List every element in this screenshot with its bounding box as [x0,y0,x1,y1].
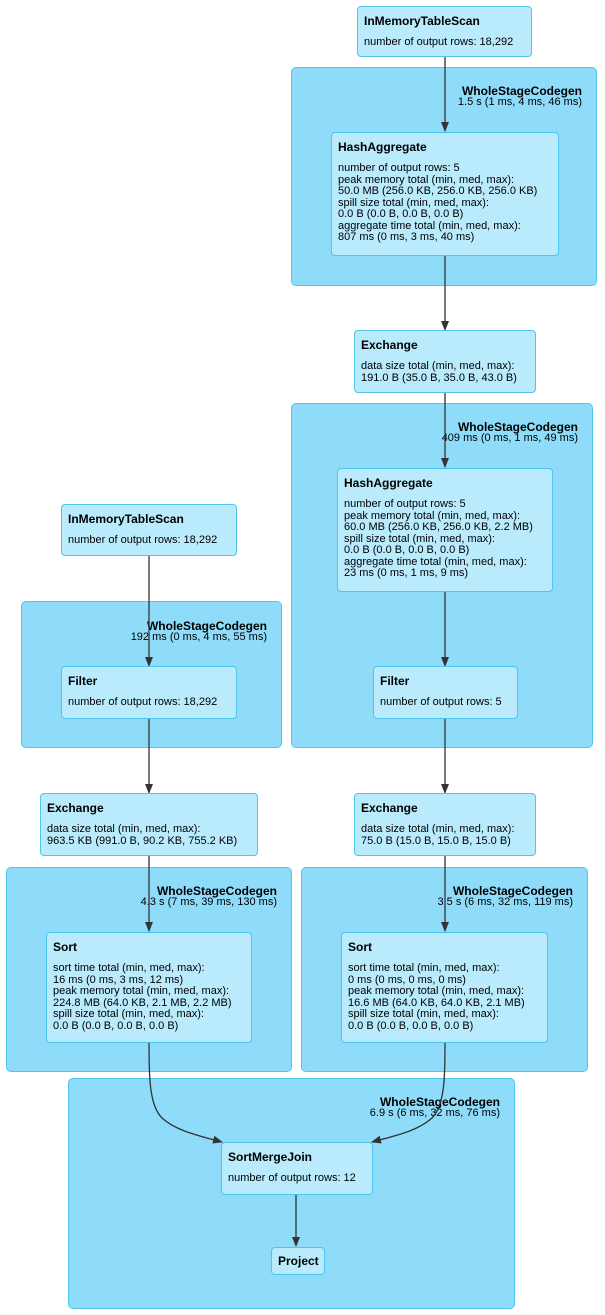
metric-line: 0.0 B (0.0 B, 0.0 B, 0.0 B) [348,1019,474,1032]
node-inmemorytablescan-right[interactable]: InMemoryTableScan number of output rows:… [357,6,532,57]
metric-line: number of output rows: 5 [338,162,460,174]
node-name: Sort [348,940,372,954]
metric-line: number of output rows: 18,292 [68,534,218,546]
metric-line: peak memory total (min, med, max): [338,173,515,186]
node-filter-right[interactable]: Filter number of output rows: 5 [373,666,518,719]
metric-line: spill size total (min, med, max): [344,532,495,545]
metric-line: 75.0 B (15.0 B, 15.0 B, 15.0 B) [361,834,511,847]
node-name: HashAggregate [338,140,427,154]
cluster-metric: 4.3 s (7 ms, 39 ms, 130 ms) [140,896,277,908]
metric-line: 60.0 MB (256.0 KB, 256.0 KB, 2.2 MB) [344,521,533,533]
metric-line: spill size total (min, med, max): [338,196,489,209]
node-filter-left[interactable]: Filter number of output rows: 18,292 [61,666,237,719]
node-name: Filter [380,674,410,688]
metric-line: 16.6 MB (64.0 KB, 64.0 KB, 2.1 MB) [348,996,525,1009]
metric-line: 23 ms (0 ms, 1 ms, 9 ms) [344,567,469,579]
node-inmemorytablescan-left[interactable]: InMemoryTableScan number of output rows:… [61,504,237,556]
node-project[interactable]: Project [271,1247,325,1275]
node-sort-right[interactable]: Sort sort time total (min, med, max): 0 … [341,932,548,1043]
metric-line: 191.0 B (35.0 B, 35.0 B, 43.0 B) [361,371,517,384]
node-name: Filter [68,674,98,688]
metric-line: data size total (min, med, max): [361,360,515,372]
cluster-metric: 3.5 s (6 ms, 32 ms, 119 ms) [437,896,573,908]
node-exchange-left[interactable]: Exchange data size total (min, med, max)… [40,793,258,856]
node-sortmergejoin[interactable]: SortMergeJoin number of output rows: 12 [221,1142,373,1195]
node-name: InMemoryTableScan [364,14,480,28]
node-name: HashAggregate [344,476,433,490]
metric-line: 0.0 B (0.0 B, 0.0 B, 0.0 B) [53,1019,179,1032]
metric-line: number of output rows: 12 [228,1172,356,1184]
metric-line: 963.5 KB (991.0 B, 90.2 KB, 755.2 KB) [47,834,238,847]
metric-line: number of output rows: 5 [380,696,502,708]
node-name: Exchange [47,801,104,815]
metric-line: 224.8 MB (64.0 KB, 2.1 MB, 2.2 MB) [53,996,232,1009]
metric-line: spill size total (min, med, max): [348,1008,499,1020]
metric-line: 50.0 MB (256.0 KB, 256.0 KB, 256.0 KB) [338,185,538,197]
cluster-title: WholeStageCodegen [461,84,582,98]
metric-line: 0.0 B (0.0 B, 0.0 B, 0.0 B) [338,208,464,220]
node-exchange-1[interactable]: Exchange data size total (min, med, max)… [354,330,536,393]
cluster-metric: 6.9 s (6 ms, 32 ms, 76 ms) [369,1107,500,1119]
cluster-metric: 1.5 s (1 ms, 4 ms, 46 ms) [457,96,582,108]
metric-line: number of output rows: 18,292 [364,36,514,48]
metric-line: sort time total (min, med, max): [53,962,205,974]
node-name: Exchange [361,801,418,815]
node-hashaggregate-2[interactable]: HashAggregate number of output rows: 5 p… [337,468,553,592]
metric-line: 807 ms (0 ms, 3 ms, 40 ms) [338,231,475,243]
metric-line: peak memory total (min, med, max): [348,985,525,997]
node-name: InMemoryTableScan [68,512,184,526]
cluster-title: WholeStageCodegen [457,420,578,434]
node-exchange-right[interactable]: Exchange data size total (min, med, max)… [354,793,536,856]
metric-line: peak memory total (min, med, max): [344,509,521,522]
metric-line: 16 ms (0 ms, 3 ms, 12 ms) [53,973,184,986]
node-hashaggregate-1[interactable]: HashAggregate number of output rows: 5 p… [331,132,559,256]
metric-line: aggregate time total (min, med, max): [344,555,527,568]
metric-line: spill size total (min, med, max): [53,1008,204,1020]
metric-line: peak memory total (min, med, max): [53,985,230,997]
cluster-metric: 192 ms (0 ms, 4 ms, 55 ms) [130,631,267,643]
metric-line: data size total (min, med, max): [47,823,201,835]
metric-line: number of output rows: 5 [344,498,466,510]
node-name: Sort [53,940,77,954]
metric-line: data size total (min, med, max): [361,823,515,835]
node-name: Project [278,1254,319,1268]
cluster-title: WholeStageCodegen [452,884,573,898]
metric-line: 0 ms (0 ms, 0 ms, 0 ms) [348,973,466,986]
metric-line: aggregate time total (min, med, max): [338,219,521,232]
metric-line: 0.0 B (0.0 B, 0.0 B, 0.0 B) [344,544,470,556]
node-sort-left[interactable]: Sort sort time total (min, med, max): 16… [46,932,252,1043]
node-name: Exchange [361,338,418,352]
metric-line: sort time total (min, med, max): [348,962,500,974]
metric-line: number of output rows: 18,292 [68,696,218,708]
node-name: SortMergeJoin [228,1150,313,1164]
cluster-title: WholeStageCodegen [156,884,277,898]
cluster-title: WholeStageCodegen [146,619,267,633]
cluster-metric: 409 ms (0 ms, 1 ms, 49 ms) [441,432,578,444]
